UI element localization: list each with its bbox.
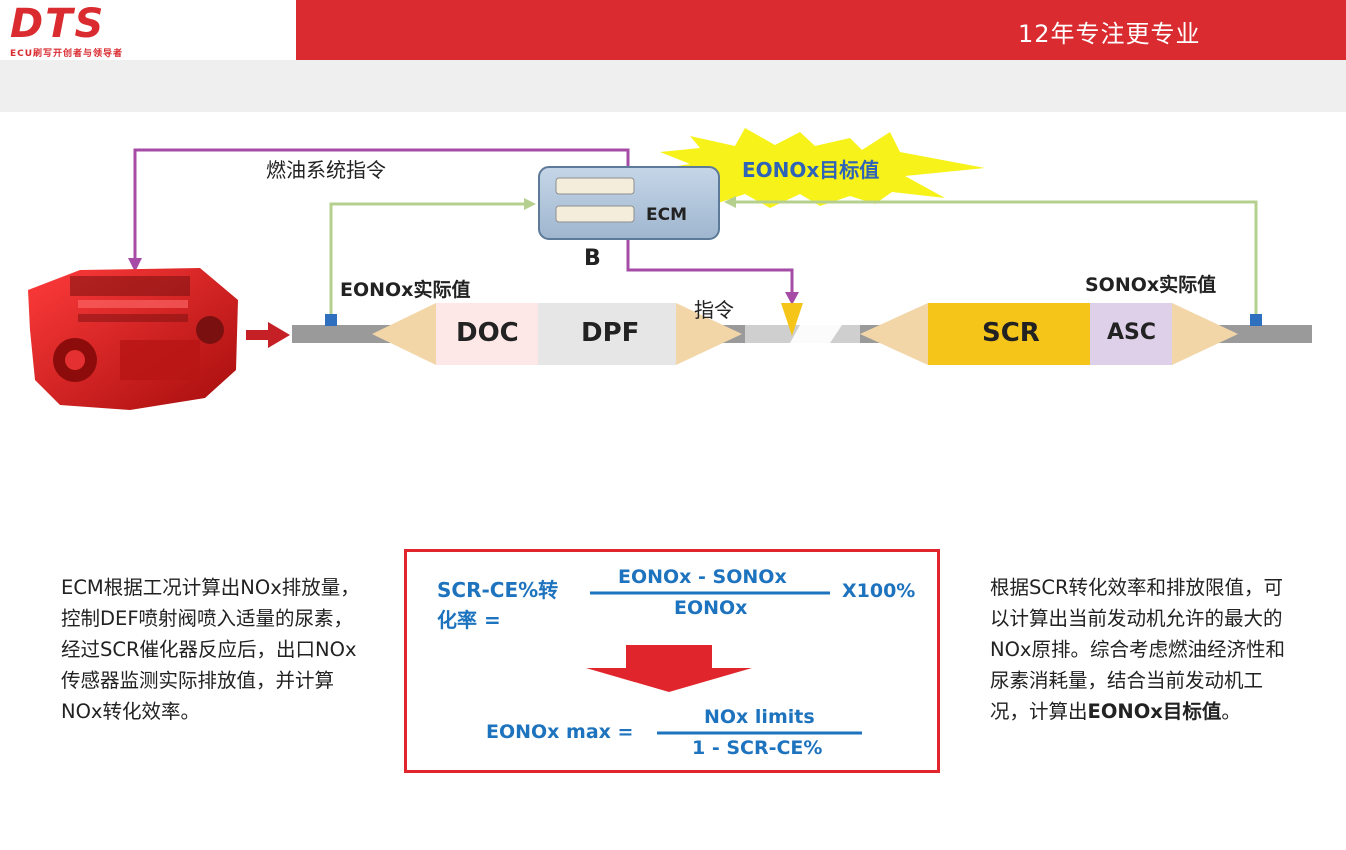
ecm-label: ECM	[646, 205, 688, 225]
engine-icon	[28, 268, 238, 410]
ecm-letter: B	[584, 246, 601, 271]
logo: DTS ECU刷写开创者与领导者	[10, 4, 123, 59]
derive-arrow	[586, 645, 752, 692]
asc-outlet-cone	[1172, 303, 1238, 365]
left-explanation: ECM根据工况计算出NOx排放量，控制DEF喷射阀喷入适量的尿素，经过SCR催化…	[61, 576, 360, 723]
ecm-slot-2	[555, 205, 635, 223]
numerator-2: NOx limits	[704, 706, 815, 728]
sonox-feedback-line	[730, 200, 1258, 314]
urea-injector	[781, 303, 803, 336]
dpf-outlet-cone	[676, 303, 742, 365]
fuel-command-label: 燃油系统指令	[266, 158, 386, 182]
ecm-slot-1	[555, 177, 635, 195]
flow-arrow-shaft	[246, 330, 270, 340]
dpf-block	[538, 303, 676, 365]
right-explanation-text: 根据SCR转化效率和排放限值，可以计算出当前发动机允许的最大的NOx原排。综合考…	[990, 576, 1285, 723]
injector-command-line	[626, 236, 794, 296]
scr-label: SCR	[982, 318, 1040, 348]
urea-spray	[790, 325, 842, 343]
target-label: EONOx目标值	[742, 158, 880, 182]
doc-block	[436, 303, 538, 365]
eonox-feedback-arrowhead	[524, 198, 536, 210]
denominator-2: 1 - SCR-CE%	[692, 737, 823, 759]
dpf-label: DPF	[581, 318, 640, 348]
header-bar	[296, 0, 1346, 60]
eonox-max-lhs: EONOx max =	[486, 721, 634, 743]
scr-ce-lhs: SCR-CE%转 化率 =	[437, 575, 558, 635]
scr-ce-lhs-line1: SCR-CE%转	[437, 578, 559, 602]
sonox-actual-label: SONOx实际值	[1085, 274, 1217, 296]
right-explanation-emphasis: EONOx目标值	[1087, 700, 1222, 723]
flow-arrow-head	[268, 322, 290, 348]
fuel-command-line	[133, 148, 630, 262]
header-subbar	[0, 60, 1346, 112]
right-explanation-end: 。	[1221, 700, 1241, 723]
formula-box	[404, 549, 940, 773]
sonox-sensor	[1250, 314, 1262, 326]
numerator-1: EONOx - SONOx	[618, 566, 787, 588]
slogan: 12年专注更专业	[1018, 20, 1201, 48]
eonox-sensor	[325, 314, 337, 326]
injector-command-label: 指令	[694, 298, 734, 322]
asc-block	[1090, 303, 1172, 365]
injector-command-arrowhead	[785, 292, 799, 305]
logo-subtitle: ECU刷写开创者与领导者	[10, 49, 124, 59]
eonox-feedback-line	[329, 202, 530, 314]
fuel-command-arrowhead	[128, 258, 142, 272]
target-starburst	[640, 128, 985, 208]
multiplier: X100%	[842, 580, 916, 602]
eonox-actual-label: EONOx实际值	[340, 279, 471, 301]
denominator-1: EONOx	[674, 597, 748, 619]
right-explanation: 根据SCR转化效率和排放限值，可以计算出当前发动机允许的最大的NOx原排。综合考…	[990, 572, 1296, 727]
sonox-feedback-arrowhead	[724, 196, 736, 208]
scr-ce-lhs-line2: 化率 =	[437, 608, 501, 632]
doc-label: DOC	[456, 318, 519, 348]
scr-block	[928, 303, 1090, 365]
scr-inlet-cone	[860, 303, 928, 365]
doc-inlet-cone	[372, 303, 436, 365]
asc-label: ASC	[1107, 320, 1157, 345]
logo-text: DTS	[10, 1, 106, 47]
